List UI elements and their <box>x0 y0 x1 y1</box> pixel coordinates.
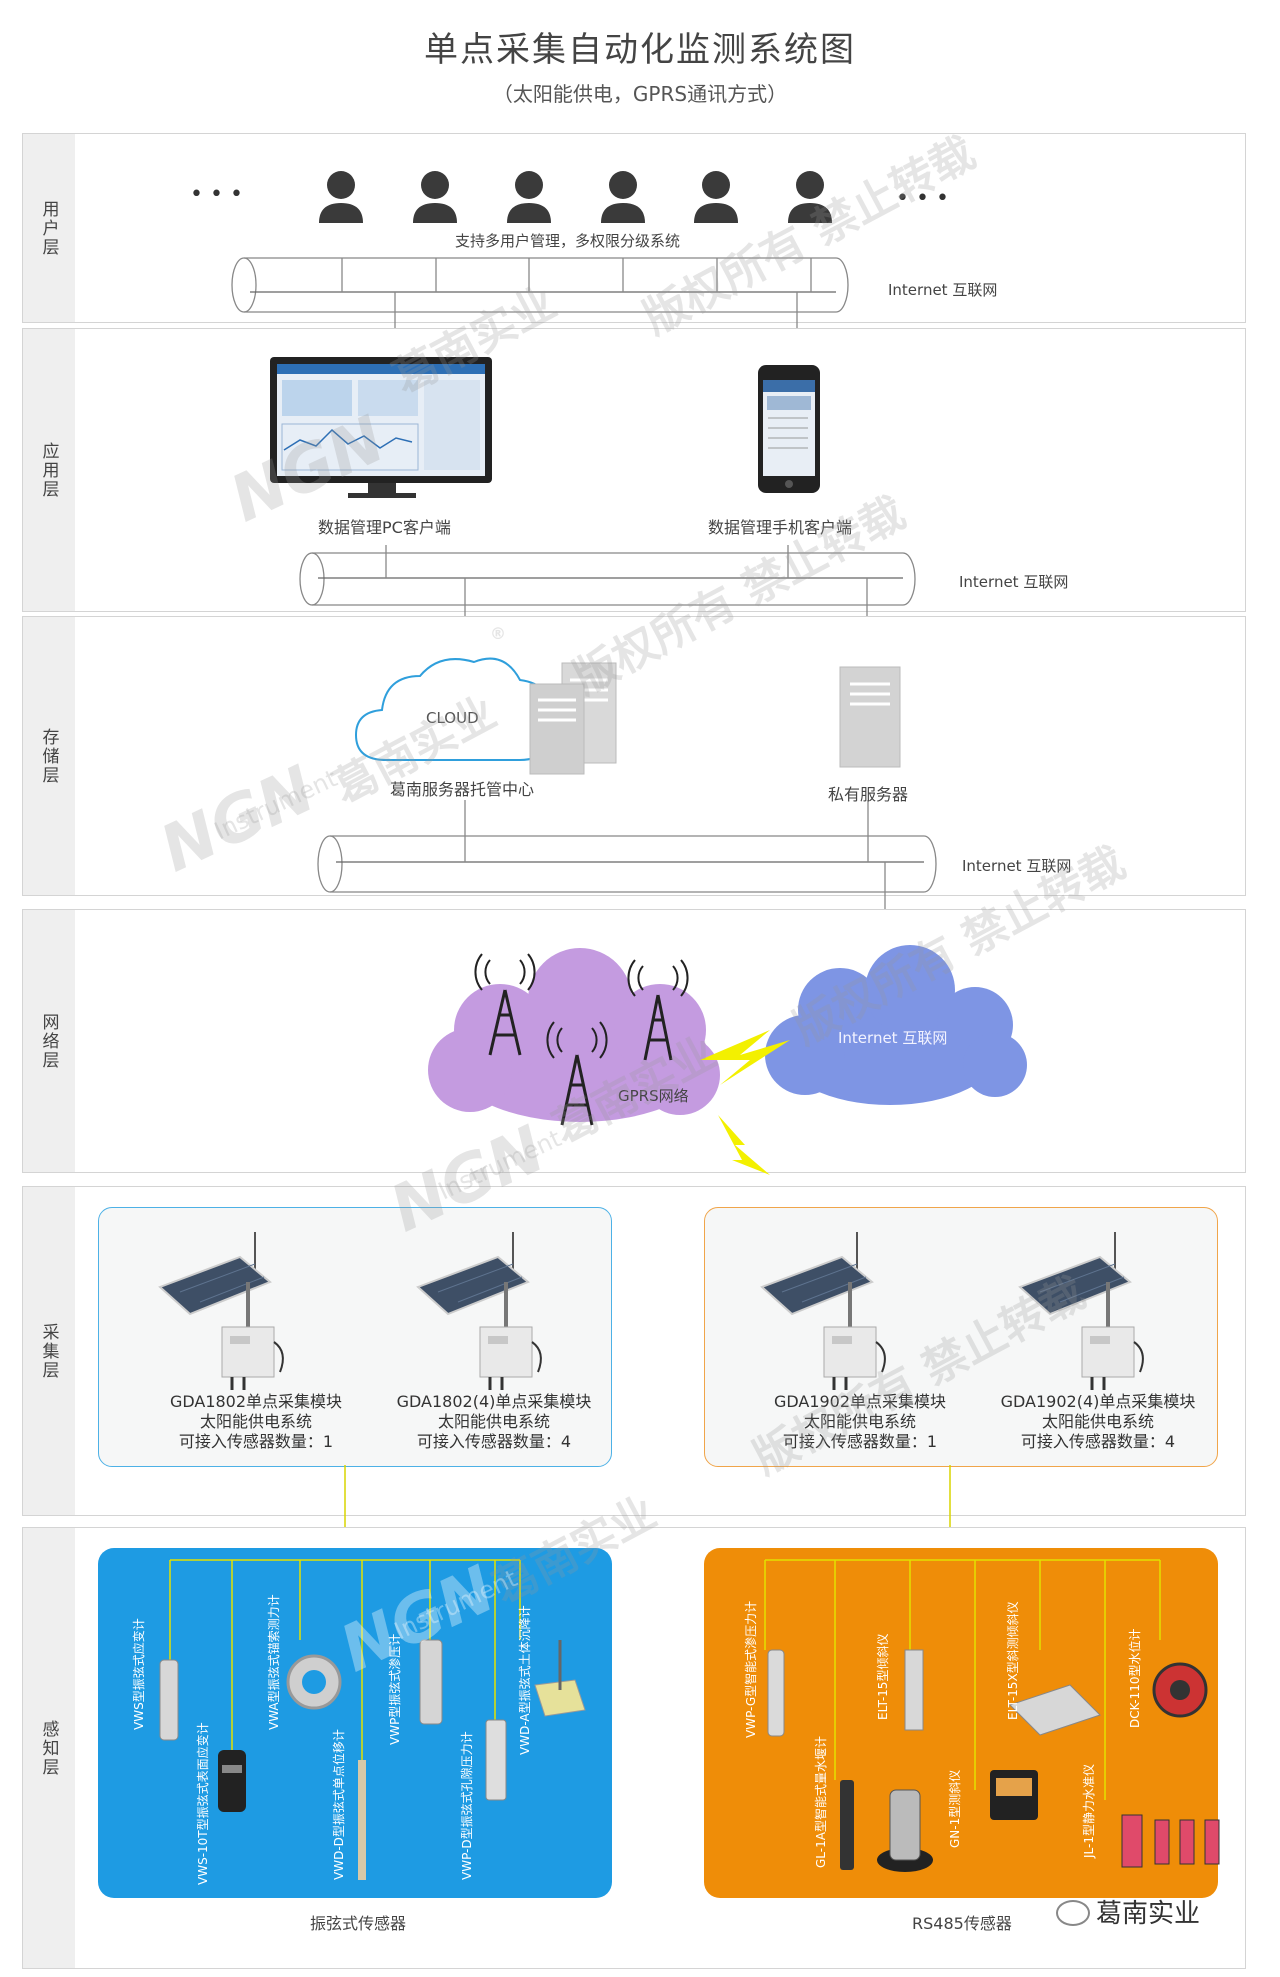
lightning-bolt-icon <box>700 1030 790 1175</box>
cloud-label: CLOUD <box>426 709 479 727</box>
sensor-icon <box>1121 1814 1220 1868</box>
pc-client-label: 数据管理PC客户端 <box>318 518 451 537</box>
gprs-label: GPRS网络 <box>618 1087 689 1105</box>
user-layer: 用户层 <box>22 133 1246 323</box>
vibrating-caption: 振弦式传感器 <box>310 1914 407 1933</box>
app-layer: 应用层 <box>22 328 1246 612</box>
private-server-label: 私有服务器 <box>828 785 909 804</box>
sensor-label: VWS型振弦式应变计 <box>132 1618 146 1730</box>
sensor-label: VWS-10T型振弦式表面应变计 <box>196 1722 210 1885</box>
internet-bus-3 <box>317 800 937 930</box>
sensor-icon <box>358 1760 366 1880</box>
sensor-label: ELT-15X型斜测倾斜仪 <box>1006 1601 1020 1720</box>
sensor-icon <box>419 1639 443 1725</box>
user-icon <box>694 171 738 223</box>
module-2: GDA1802(4)单点采集模块太阳能供电系统可接入传感器数量：4 <box>396 1392 592 1451</box>
storage-layer: 存储层 <box>22 616 1246 896</box>
antenna-icon <box>546 1021 608 1126</box>
user-ellipsis-left: • • • <box>190 182 243 207</box>
user-icon <box>788 171 832 223</box>
internet-bus-1 <box>231 257 849 337</box>
user-icon <box>507 171 551 223</box>
bus-label-3: Internet 互联网 <box>962 857 1072 875</box>
bus-label-2: Internet 互联网 <box>959 573 1069 591</box>
watermark-reg: ® <box>490 624 506 643</box>
storage-layer-label: 存储层 <box>23 617 75 895</box>
rs485-caption: RS485传感器 <box>912 1914 1012 1933</box>
sensor-icon <box>485 1719 507 1801</box>
sensor-icon <box>534 1640 586 1717</box>
sensor-label: VWP-D型振弦式孔隙压力计 <box>460 1731 474 1880</box>
sensor-icon <box>877 1789 933 1872</box>
network-layer-label: 网络层 <box>23 910 75 1172</box>
internet-cloud-label: Internet 互联网 <box>838 1029 948 1047</box>
collect-layer-label: 采集层 <box>23 1187 75 1515</box>
sensor-label: VWA型振弦式锚索测力计 <box>267 1594 281 1730</box>
sensor-label: ELT-15型倾斜仪 <box>876 1633 890 1720</box>
sensor-label: GN-1型测斜仪 <box>948 1769 962 1848</box>
bus-label-1: Internet 互联网 <box>888 281 998 299</box>
vibrating-sensor-panel <box>98 1548 612 1898</box>
sensor-label: GL-1A型智能式量水堰计 <box>814 1736 828 1868</box>
sensor-icon <box>767 1649 785 1737</box>
internet-bus-2 <box>299 545 916 628</box>
wechat-icon <box>1056 1900 1090 1926</box>
module-3: GDA1902单点采集模块太阳能供电系统可接入传感器数量：1 <box>773 1392 947 1451</box>
phone-icon <box>758 365 820 493</box>
user-icon <box>601 171 645 223</box>
app-layer-label: 应用层 <box>23 329 75 611</box>
sensor-label: JL-1型静力水准仪 <box>1082 1764 1096 1858</box>
user-caption: 支持多用户管理，多权限分级系统 <box>455 232 681 250</box>
hosting-center-label: 葛南服务器托管中心 <box>390 780 535 799</box>
rs485-sensor-bus <box>764 1559 1161 1800</box>
sensor-icon <box>904 1649 924 1731</box>
monitor-icon <box>270 357 492 498</box>
sensor-icon <box>159 1659 179 1741</box>
sensor-label: VWD-D型振弦式单点位移计 <box>332 1729 346 1880</box>
footer-brand: 葛南实业 <box>1096 1899 1201 1929</box>
antenna-icon <box>627 959 689 1061</box>
sensor-icon <box>218 1750 246 1812</box>
module-1: GDA1802单点采集模块太阳能供电系统可接入传感器数量：1 <box>169 1392 343 1451</box>
diagram-title: 单点采集自动化监测系统图 <box>424 30 856 70</box>
sensor-icon <box>1152 1662 1208 1718</box>
sensor-icon <box>1009 1684 1101 1736</box>
user-icon <box>413 171 457 223</box>
module-4: GDA1902(4)单点采集模块太阳能供电系统可接入传感器数量：4 <box>1000 1392 1196 1451</box>
sensor-icon <box>990 1770 1038 1820</box>
sensor-icon <box>286 1654 342 1710</box>
private-server-icon <box>839 666 901 768</box>
server-icon <box>529 662 617 775</box>
diagram-subtitle: （太阳能供电，GPRS通讯方式） <box>492 82 788 106</box>
user-ellipsis-right: • • • <box>896 186 949 211</box>
user-layer-label: 用户层 <box>23 134 75 322</box>
phone-client-label: 数据管理手机客户端 <box>708 518 853 537</box>
internet-cloud <box>765 945 1027 1105</box>
antenna-icon <box>474 953 536 1056</box>
user-icon <box>319 171 363 223</box>
sensor-label: VWD-A型振弦式土体沉降计 <box>518 1605 532 1755</box>
vibrating-sensor-bus <box>169 1559 521 1760</box>
sensor-icon <box>840 1780 854 1870</box>
sensor-label: DCK-110型水位计 <box>1128 1628 1142 1728</box>
sense-layer-label: 感知层 <box>23 1528 75 1968</box>
sensor-label: VWP-G型智能式渗压力计 <box>744 1600 758 1738</box>
